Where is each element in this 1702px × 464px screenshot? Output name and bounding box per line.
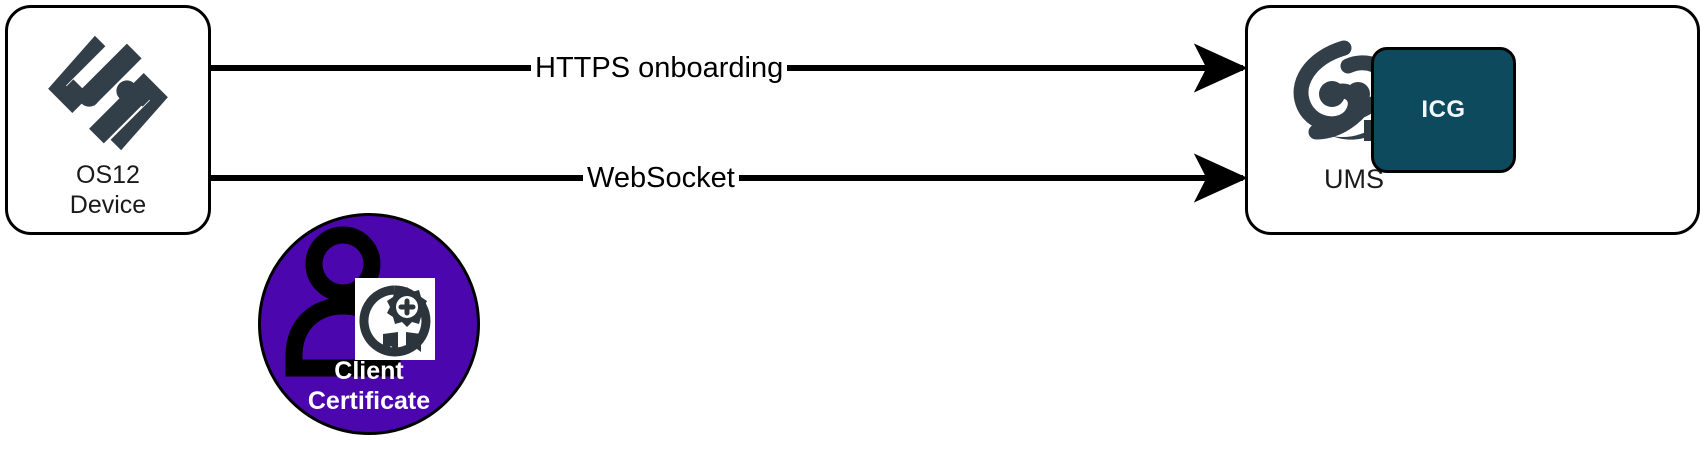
ums-caption: UMS <box>1324 164 1384 194</box>
icg-badge-label: ICG <box>1421 96 1466 123</box>
client-certificate-badge[interactable]: Client Certificate <box>258 213 480 435</box>
client-certificate-caption: Client Certificate <box>307 357 431 415</box>
os12-chain-logo-icon <box>48 35 168 151</box>
ums-swirl-logo-icon <box>1293 40 1396 140</box>
icg-badge[interactable]: ICG <box>1371 47 1516 173</box>
user-with-certificate-icon <box>285 226 435 377</box>
node-os12-device[interactable]: OS12 Device <box>5 5 211 235</box>
edge-label-websocket: WebSocket <box>583 161 739 195</box>
edge-label-https-onboarding: HTTPS onboarding <box>531 51 788 85</box>
os12-device-caption: OS12 Device <box>69 161 147 219</box>
node-ums[interactable]: WEB UMS / ICG <box>1245 5 1700 235</box>
